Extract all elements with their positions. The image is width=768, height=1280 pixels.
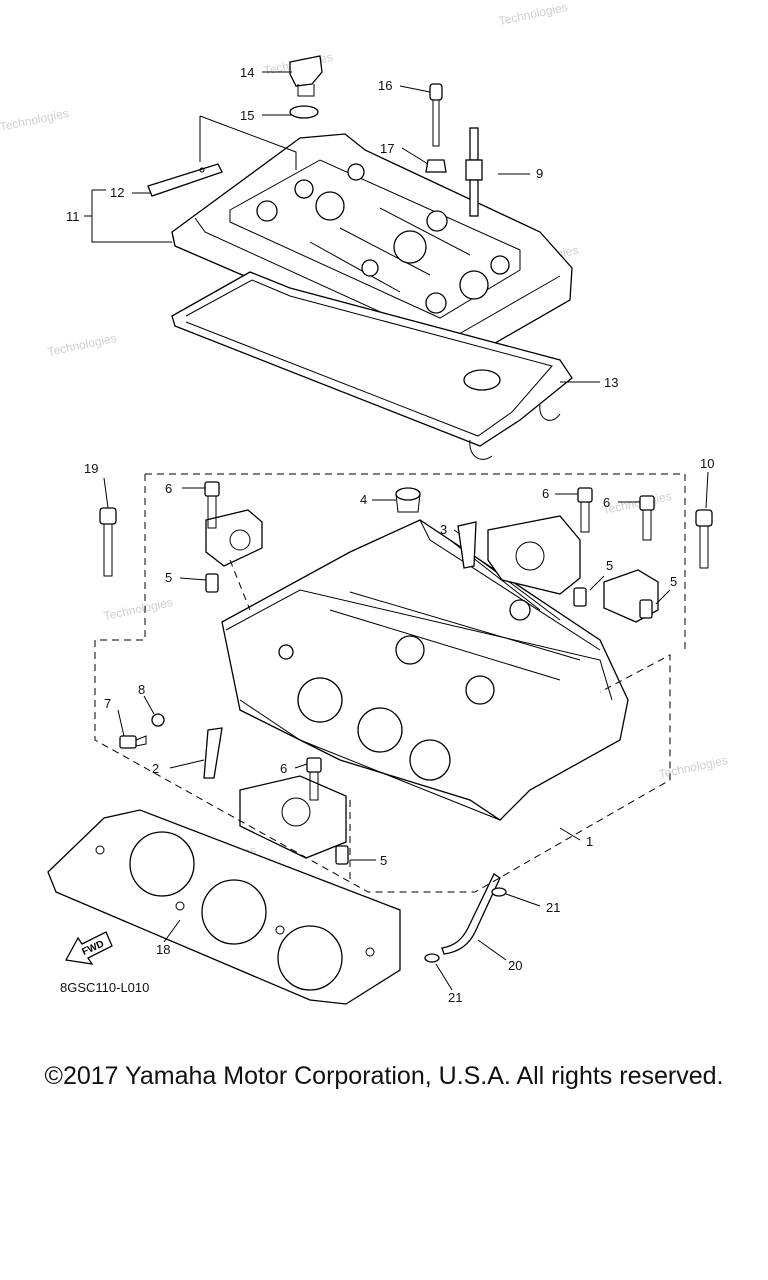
callout-5a: 5 — [165, 570, 172, 585]
bolt — [429, 83, 443, 147]
cap-bolt — [639, 495, 655, 541]
callout-21a: 21 — [546, 900, 560, 915]
callout-9: 9 — [536, 166, 543, 181]
callout-19: 19 — [84, 461, 98, 476]
callout-14: 14 — [240, 65, 254, 80]
o-ring — [289, 105, 319, 119]
exploded-view-drawing: Technologies Technologies Technologies T… — [0, 0, 729, 1005]
dowel-pin — [205, 573, 219, 593]
callout-6b: 6 — [542, 486, 549, 501]
hose-clip — [424, 953, 440, 963]
hose-clip — [491, 887, 507, 897]
head-cover-gasket — [171, 271, 573, 460]
head-bolt — [99, 507, 117, 577]
watermark-text: Technologies — [0, 106, 70, 134]
callout-10: 10 — [700, 456, 714, 471]
camshaft-cap — [205, 509, 263, 567]
callout-4: 4 — [360, 492, 367, 507]
callout-13: 13 — [604, 375, 618, 390]
callout-6a: 6 — [165, 481, 172, 496]
watermark-text: Technologies — [46, 331, 117, 359]
callout-18: 18 — [156, 942, 170, 957]
callout-15: 15 — [240, 108, 254, 123]
plug-grommet — [395, 487, 421, 513]
valve-guide — [203, 727, 223, 779]
bracket-leader — [199, 115, 297, 170]
parts-diagram: Technologies Technologies Technologies T… — [0, 0, 729, 1005]
callout-6d: 6 — [280, 761, 287, 776]
diagram-code: 8GSC110-L010 — [60, 980, 149, 995]
callout-12: 12 — [110, 185, 124, 200]
dowel-pin — [573, 587, 587, 607]
dowel-pin — [335, 845, 349, 865]
head-bolt — [695, 509, 713, 569]
callout-11: 11 — [66, 209, 80, 224]
callout-5b: 5 — [606, 558, 613, 573]
watermark-text: Technologies — [497, 0, 568, 28]
union-bolt — [119, 735, 147, 749]
copyright-notice: ©2017 Yamaha Motor Corporation, U.S.A. A… — [44, 1062, 724, 1090]
callout-5d: 5 — [380, 853, 387, 868]
callout-labels: 14 15 16 17 9 12 11 13 19 10 6 6 6 6 5 5… — [66, 65, 714, 1005]
forward-arrow-icon: FWD — [64, 931, 113, 965]
oil-filler-cap — [289, 55, 323, 97]
cylinder-head-gasket — [47, 809, 401, 1005]
camshaft-cap — [487, 515, 581, 595]
assembly-boundary — [229, 559, 351, 880]
callout-16: 16 — [378, 78, 392, 93]
callout-5c: 5 — [670, 574, 677, 589]
leader-lines — [84, 71, 709, 991]
cap-bolt — [204, 481, 220, 529]
spark-plug — [465, 127, 483, 217]
cap-bolt — [577, 487, 593, 533]
grommet — [425, 159, 447, 173]
callout-7: 7 — [104, 696, 111, 711]
watermark-text: Technologies — [657, 753, 728, 781]
breather-hose — [441, 873, 501, 955]
callout-21b: 21 — [448, 990, 462, 1005]
callout-2: 2 — [152, 761, 159, 776]
callout-17: 17 — [380, 141, 394, 156]
cylinder-head — [221, 519, 629, 821]
watermark-text: Technologies — [601, 489, 672, 517]
cap-bolt — [306, 757, 322, 801]
bracket — [147, 163, 223, 197]
callout-8: 8 — [138, 682, 145, 697]
camshaft-cap — [239, 775, 347, 859]
watermark-text: Technologies — [102, 595, 173, 623]
assembly-boundary — [94, 473, 686, 893]
valve-guide — [457, 521, 477, 569]
gasket-washer — [151, 713, 165, 727]
callout-1: 1 — [586, 834, 593, 849]
callout-3: 3 — [440, 522, 447, 537]
callout-20: 20 — [508, 958, 522, 973]
dowel-pin — [639, 599, 653, 619]
callout-6c: 6 — [603, 495, 610, 510]
